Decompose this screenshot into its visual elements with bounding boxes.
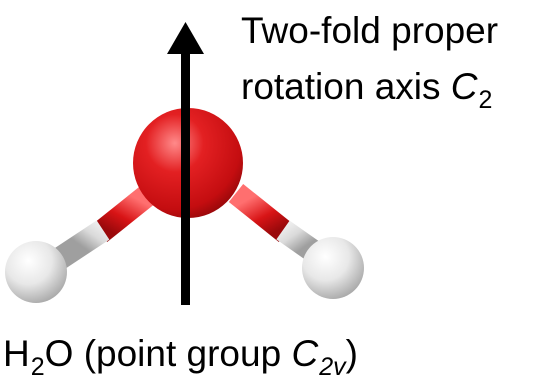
molecule-caption: H2O (point group C2v) [3, 332, 358, 381]
c2-axis-arrowhead [167, 22, 204, 54]
axis-symbol-subscript: 2 [478, 86, 493, 114]
axis-label-line1-text: Two-fold proper [241, 10, 499, 51]
caption-group-symbol: C [291, 333, 319, 374]
c2-axis-shaft [181, 50, 190, 305]
axis-label-line2-text: rotation axis [241, 66, 451, 107]
caption-molecule-h: H [3, 333, 30, 374]
c2-axis-arrow [167, 22, 204, 305]
left-hydrogen-atom [5, 241, 67, 303]
axis-label-line2: rotation axis C2 [241, 65, 493, 114]
axis-symbol: C [450, 66, 478, 107]
right-hydrogen-atom [302, 237, 364, 299]
caption-group-subscript: 2v [319, 353, 346, 381]
axis-label-line1: Two-fold proper [241, 9, 498, 53]
caption-molecule-rest: O (point group [44, 333, 292, 374]
caption-closing: ) [345, 333, 358, 374]
caption-molecule-subscript: 2 [30, 353, 45, 381]
